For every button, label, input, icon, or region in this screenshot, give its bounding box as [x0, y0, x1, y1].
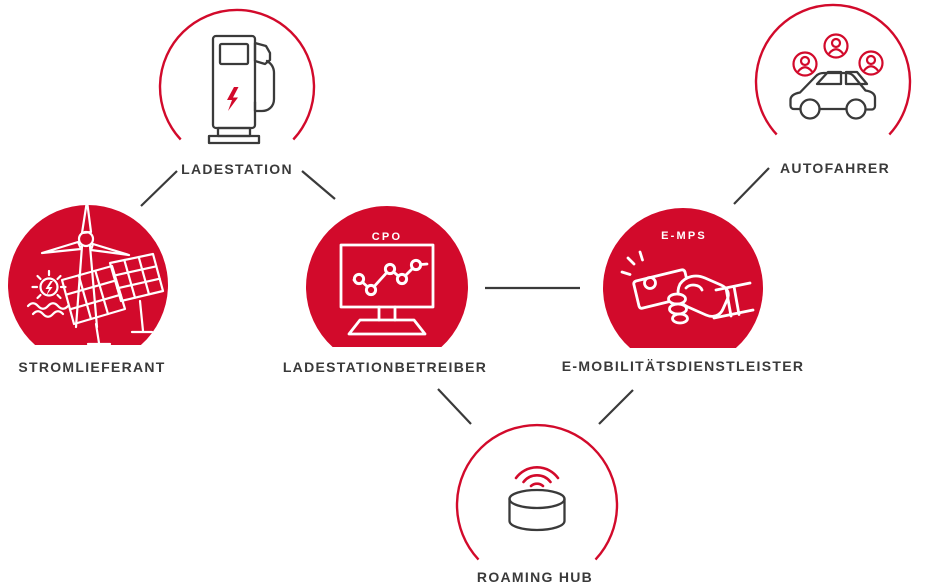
car-with-drivers-icon — [789, 33, 884, 120]
driver-icon — [792, 51, 818, 77]
renewable-energy-icon — [26, 199, 165, 346]
connector-ladestation-ladestationbetreiber — [301, 170, 336, 200]
label-ladestation: LADESTATION — [181, 161, 293, 177]
spark-lines-icon — [620, 250, 644, 276]
label-autofahrer: AUTOFAHRER — [780, 160, 890, 176]
driver-icon — [858, 50, 884, 76]
label-stromlieferant: STROMLIEFERANT — [18, 359, 166, 375]
ladestationbetreiber-circle — [306, 205, 468, 347]
label-ladestationbetreiber: LADESTATIONBETREIBER — [282, 359, 488, 375]
connector-emobilitaetsdienstleister-autofahrer — [733, 167, 770, 205]
label-roaminghub: ROAMING HUB — [476, 569, 594, 585]
label-emobilitaetsdienstleister: E-MOBILITÄTSDIENSTLEISTER — [561, 358, 805, 374]
lightning-bolt-icon — [227, 87, 239, 111]
autofahrer-circle — [754, 3, 912, 136]
hand-card-icon — [620, 250, 755, 325]
connector-ladestationbetreiber-roaminghub — [437, 388, 472, 425]
wheel-icon — [845, 98, 867, 120]
roaminghub-circle — [455, 423, 619, 561]
connector-emobilitaetsdienstleister-roaminghub — [598, 389, 634, 425]
ladestation-circle — [158, 8, 316, 141]
stromlieferant-circle — [7, 204, 168, 345]
connectors — [140, 167, 770, 425]
emobilitaetsdienstleister-circle — [603, 207, 763, 348]
connector-ladestation-stromlieferant — [140, 170, 178, 207]
database-signal-icon — [508, 466, 566, 532]
monitor-chart-icon — [339, 243, 435, 336]
wheel-icon — [799, 98, 821, 120]
solar-panel-icon — [60, 252, 165, 346]
arm-cuff-icon — [712, 281, 755, 320]
badge-cpo: CPO — [371, 231, 403, 243]
hydro-power-icon — [26, 269, 70, 318]
database-icon — [508, 488, 566, 532]
charging-station-icon — [207, 34, 276, 145]
wifi-signal-icon — [514, 466, 560, 488]
badge-emps: E-MPS — [661, 230, 707, 242]
wind-turbine-icon — [40, 199, 131, 329]
driver-icon — [823, 33, 849, 59]
